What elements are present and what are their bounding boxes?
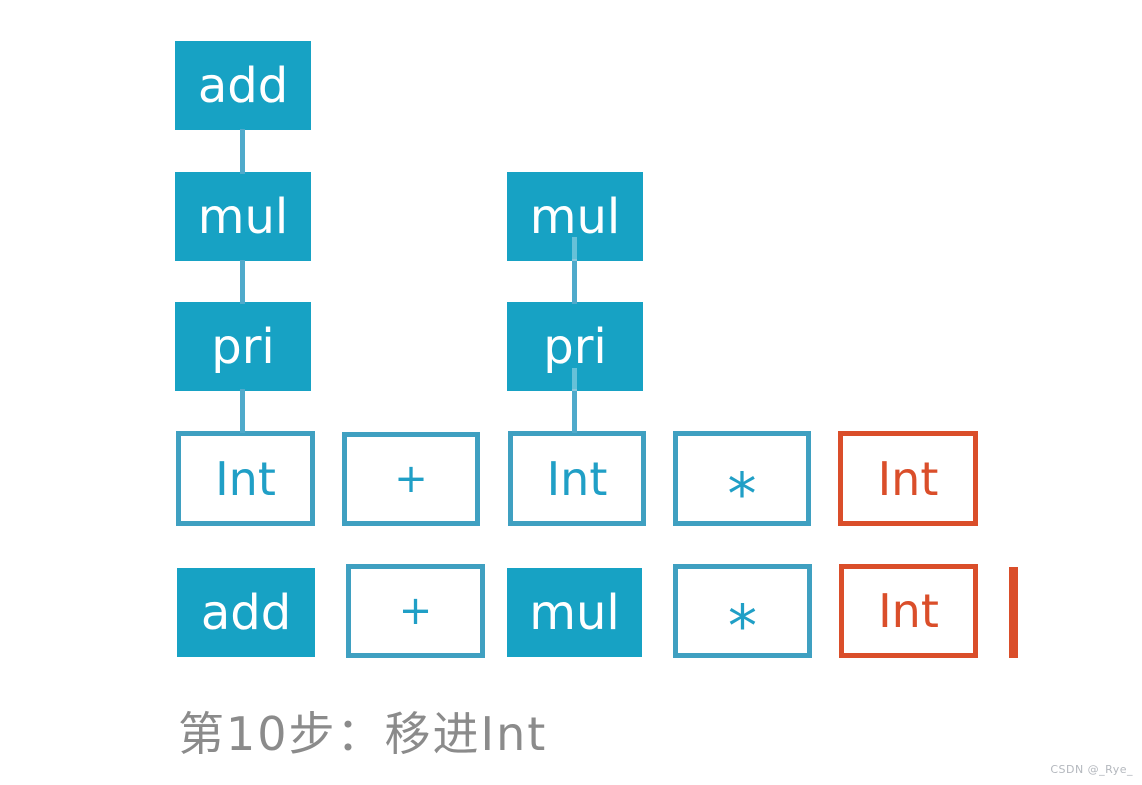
stack-token-plus: + (346, 564, 485, 658)
token-plus-label: + (394, 456, 428, 502)
tree1-node-add: add (175, 41, 311, 130)
csdn-watermark: CSDN @_Rye_ (1050, 763, 1133, 776)
stack-token-int: Int (839, 564, 978, 658)
edge-mul2-inner (572, 237, 577, 261)
tree1-node-pri: pri (175, 302, 311, 391)
token-int-3: Int (838, 431, 978, 526)
tree2-node-mul: mul (507, 172, 643, 261)
token-star: * (673, 431, 811, 526)
step-caption: 第10步：移进Int (178, 707, 548, 761)
edge-pri2-inner (572, 368, 577, 391)
tree2-node-pri-label: pri (543, 318, 607, 375)
stack-node-add: add (177, 568, 315, 657)
token-int-1-label: Int (215, 451, 276, 506)
tree2-node-pri: pri (507, 302, 643, 391)
tree1-node-mul: mul (175, 172, 311, 261)
tree1-node-add-label: add (197, 57, 289, 114)
input-position-bar (1009, 567, 1018, 658)
stack-node-mul: mul (507, 568, 642, 657)
edge-pri-int (240, 389, 245, 433)
stack-token-plus-label: + (398, 588, 433, 634)
token-int-3-label: Int (877, 451, 939, 506)
token-int-1: Int (176, 431, 315, 526)
edge-add-mul (240, 129, 245, 174)
stack-token-int-label: Int (878, 584, 939, 638)
token-int-2: Int (508, 431, 646, 526)
stack-node-mul-label: mul (529, 584, 620, 641)
token-int-2-label: Int (546, 451, 608, 506)
stack-token-star-label: * (728, 592, 757, 661)
edge-mul2-pri2 (572, 259, 577, 304)
edge-mul-pri (240, 260, 245, 304)
edge-pri2-int2 (572, 389, 577, 433)
stack-node-add-label: add (200, 584, 292, 641)
tree1-node-mul-label: mul (197, 188, 289, 245)
tree1-node-pri-label: pri (211, 318, 275, 375)
stack-token-star: * (673, 564, 812, 658)
token-plus: + (342, 432, 480, 526)
token-star-label: * (727, 459, 757, 528)
tree2-node-mul-label: mul (529, 188, 621, 245)
